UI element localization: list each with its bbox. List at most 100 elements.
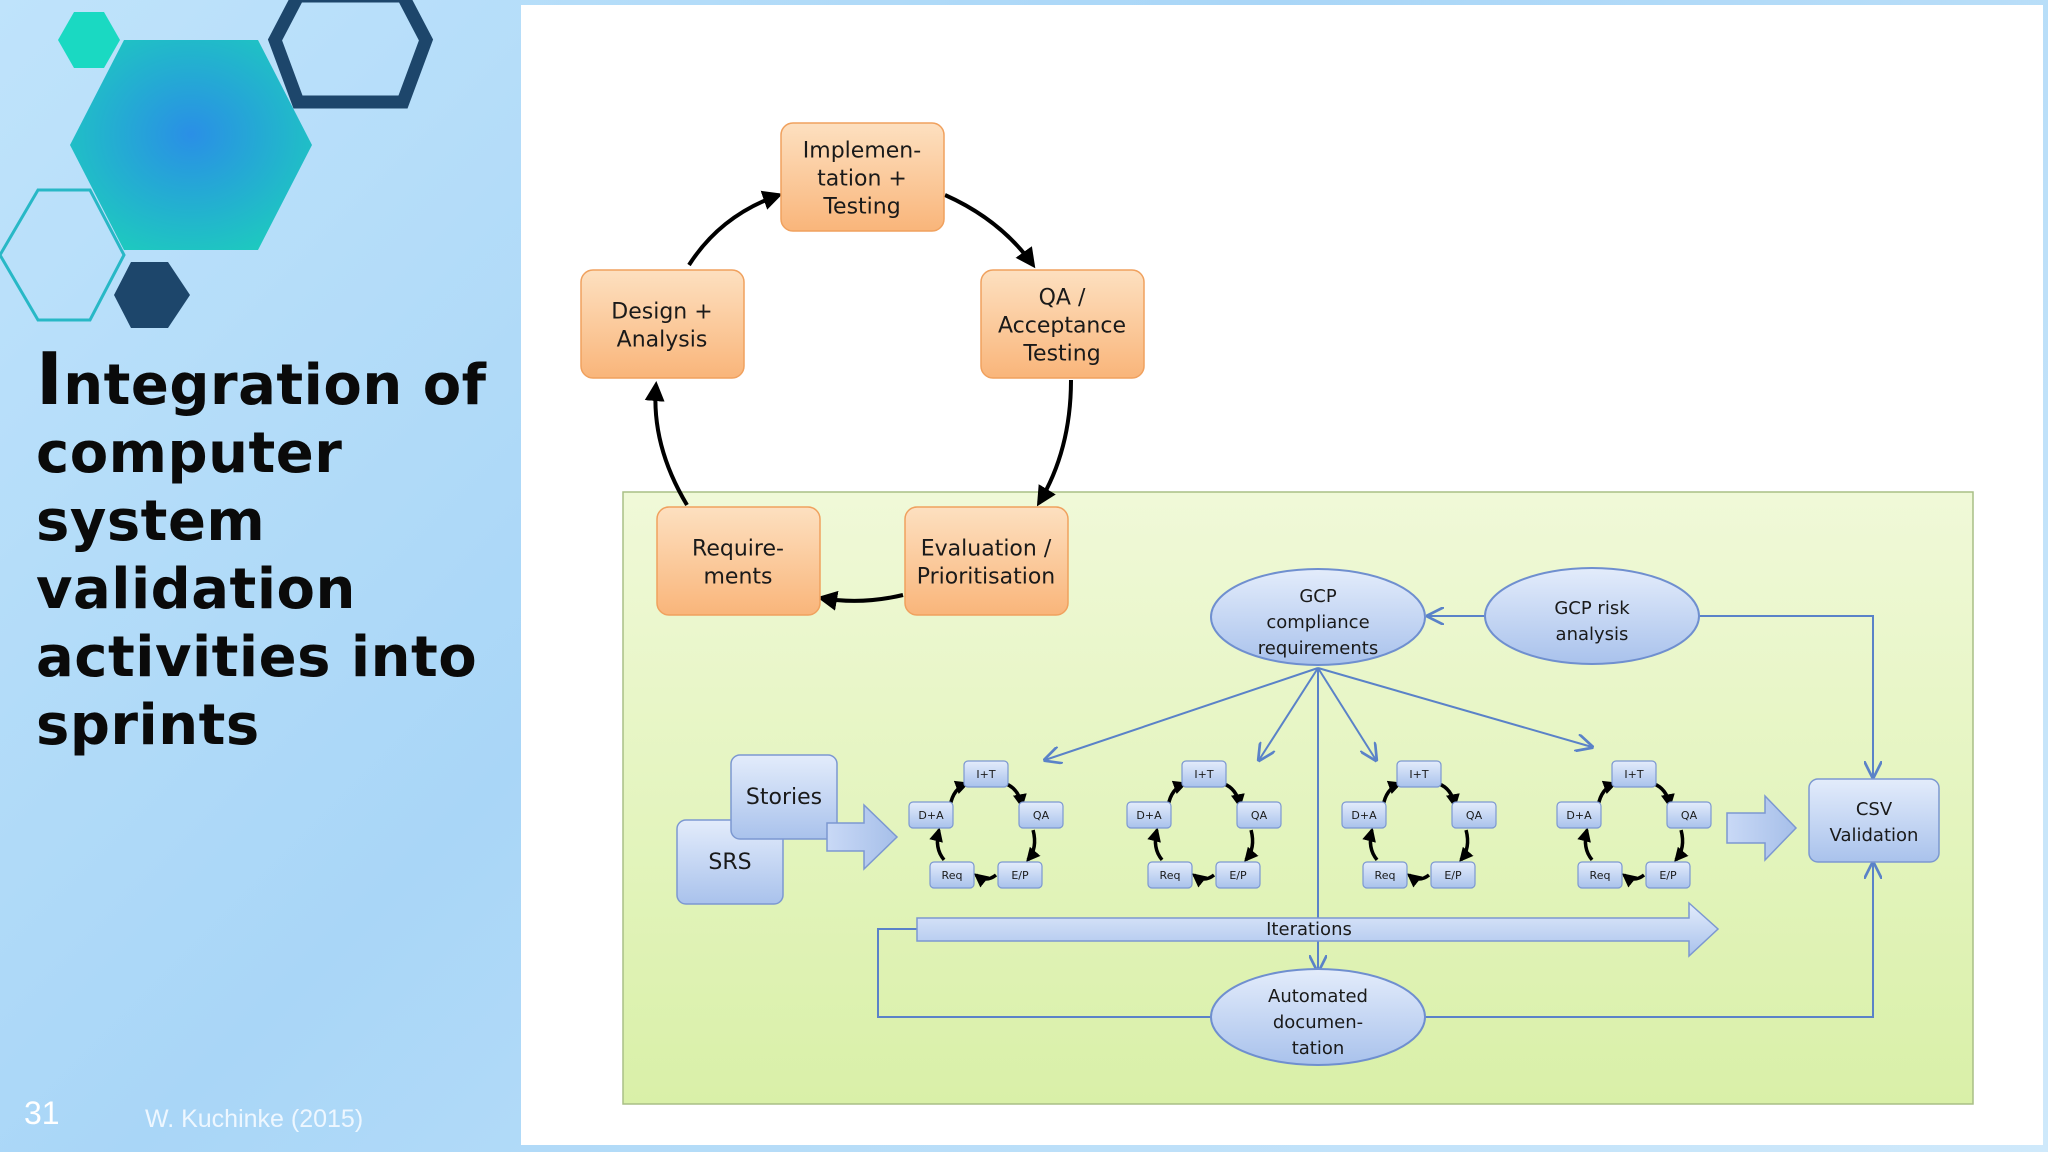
arrow-stories-to-sprints xyxy=(826,803,899,871)
mini-node-ep: E/P xyxy=(997,861,1043,889)
label-stories: Stories xyxy=(746,785,822,810)
mini-cycle-arrow xyxy=(973,873,998,888)
mini-cycle-arrow xyxy=(1459,829,1474,863)
mini-node-qa: QA xyxy=(1666,801,1712,829)
arrow-evaluation-to-requirements xyxy=(817,590,904,611)
mini-node-qa: QA xyxy=(1236,801,1282,829)
mini-node-qa: QA xyxy=(1018,801,1064,829)
mini-node-ep: E/P xyxy=(1645,861,1691,889)
label-design-analysis: Design +Analysis xyxy=(611,299,712,352)
mini-node-da: D+A xyxy=(1126,801,1172,829)
box-stories: Stories xyxy=(730,754,838,840)
label-iterations: Iterations xyxy=(1266,919,1352,940)
mini-label-ep: E/P xyxy=(1011,869,1029,882)
hexagon-decoration xyxy=(0,0,434,328)
arrow-qa-to-evaluation xyxy=(1036,379,1073,507)
hexagon-large-gradient xyxy=(70,40,312,250)
mini-cycle-sprint-1: I+T QA E/P Req D+A xyxy=(908,760,1064,889)
mini-label-it: I+T xyxy=(1194,768,1213,781)
mini-label-qa: QA xyxy=(1466,809,1483,822)
mini-cycle-arrow xyxy=(1147,827,1164,862)
arrow-compliance-to-sprint2 xyxy=(1259,667,1319,760)
mini-node-ep: E/P xyxy=(1215,861,1261,889)
mini-label-req: Req xyxy=(1160,869,1181,882)
mini-label-da: D+A xyxy=(1136,809,1162,822)
mini-label-req: Req xyxy=(1590,869,1611,882)
mini-node-req: Req xyxy=(929,861,975,889)
mini-cycle-sprint-3: I+T QA E/P Req D+A xyxy=(1341,760,1497,889)
label-implementation: Implemen-tation +Testing xyxy=(803,138,921,219)
mini-node-it: I+T xyxy=(1396,760,1442,788)
mini-sprint-cycles: I+T QA E/P Req D+A I+T QA E/P Req D+A I+T QA E/P Req D… xyxy=(908,760,1712,889)
line-risk-to-csv xyxy=(1699,615,1873,777)
mini-node-da: D+A xyxy=(908,801,954,829)
mini-cycle-arrow xyxy=(1191,873,1216,888)
arrow-sprints-to-csv xyxy=(1726,794,1798,862)
mini-label-it: I+T xyxy=(1409,768,1428,781)
mini-node-it: I+T xyxy=(963,760,1009,788)
arrow-compliance-to-sprint1 xyxy=(1045,667,1319,760)
box-design-analysis: Design +Analysis xyxy=(580,269,745,379)
mini-cycle-arrow xyxy=(1577,827,1594,862)
arrow-requirements-to-design xyxy=(644,381,689,507)
arrow-iterations: Iterations xyxy=(916,901,1720,958)
title-rest: ntegration of computer system validation… xyxy=(36,353,487,758)
mini-node-ep: E/P xyxy=(1430,861,1476,889)
title-first-letter: I xyxy=(36,337,64,421)
mini-label-it: I+T xyxy=(976,768,995,781)
arrow-design-to-implementation xyxy=(687,190,783,267)
line-autodoc-loop-left xyxy=(877,928,1211,1018)
arrow-compliance-to-sprint3 xyxy=(1317,667,1376,760)
mini-label-qa: QA xyxy=(1681,809,1698,822)
box-requirements: Require-ments xyxy=(656,506,821,616)
mini-cycle-arrow xyxy=(1244,829,1259,863)
mini-node-req: Req xyxy=(1147,861,1193,889)
mini-cycle-arrow xyxy=(1621,873,1646,888)
mini-node-req: Req xyxy=(1362,861,1408,889)
hexagon-outline-navy xyxy=(267,0,434,109)
mini-label-qa: QA xyxy=(1251,809,1268,822)
label-srs: SRS xyxy=(708,850,751,875)
mini-node-da: D+A xyxy=(1341,801,1387,829)
mini-node-req: Req xyxy=(1577,861,1623,889)
mini-cycle-arrow xyxy=(1406,873,1431,888)
box-srs: SRS xyxy=(676,819,784,905)
mini-node-qa: QA xyxy=(1451,801,1497,829)
mini-node-it: I+T xyxy=(1611,760,1657,788)
mini-cycle-arrow xyxy=(1674,829,1689,863)
slide-title: Integration of computer system validatio… xyxy=(36,343,516,760)
mini-cycle-sprint-4: I+T QA E/P Req D+A xyxy=(1556,760,1712,889)
label-requirements: Require-ments xyxy=(692,536,784,589)
mini-label-ep: E/P xyxy=(1444,869,1462,882)
mini-label-da: D+A xyxy=(1351,809,1377,822)
mini-cycle-arrow xyxy=(929,827,946,862)
mini-label-req: Req xyxy=(942,869,963,882)
author-credit: W. Kuchinke (2015) xyxy=(145,1105,364,1133)
hexagon-small-teal xyxy=(58,12,120,68)
line-autodoc-to-csv xyxy=(1424,863,1873,1018)
mini-label-it: I+T xyxy=(1624,768,1643,781)
mini-label-ep: E/P xyxy=(1229,869,1247,882)
box-evaluation-prioritisation: Evaluation /Prioritisation xyxy=(904,506,1069,616)
mini-cycle-sprint-2: I+T QA E/P Req D+A xyxy=(1126,760,1282,889)
label-evaluation: Evaluation /Prioritisation xyxy=(917,536,1055,589)
mini-label-ep: E/P xyxy=(1659,869,1677,882)
arrow-compliance-to-sprint4 xyxy=(1317,667,1592,747)
mini-node-da: D+A xyxy=(1556,801,1602,829)
arrow-implementation-to-qa xyxy=(944,193,1036,269)
mini-cycle-arrow xyxy=(1362,827,1379,862)
slide-number: 31 xyxy=(24,1095,60,1131)
mini-label-req: Req xyxy=(1375,869,1396,882)
mini-label-qa: QA xyxy=(1033,809,1050,822)
